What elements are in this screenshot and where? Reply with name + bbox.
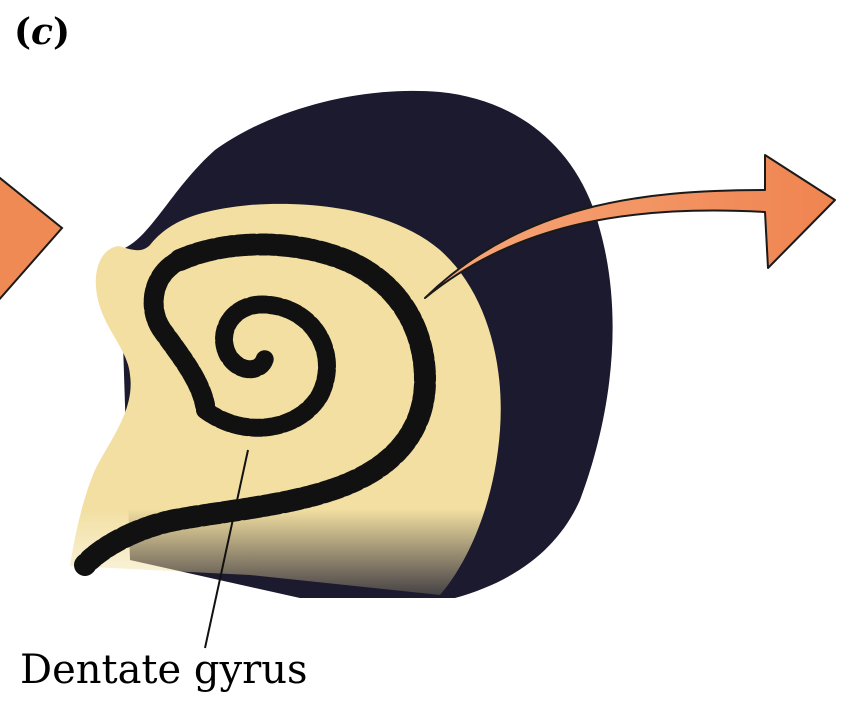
panel-letter-c: c [31, 11, 53, 53]
dentate-gyrus-label: Dentate gyrus [20, 650, 308, 690]
incoming-arrow-icon [0, 170, 62, 310]
panel-letter-open-paren: ( [14, 11, 31, 53]
panel-letter-close-paren: ) [53, 11, 70, 53]
panel-letter: (c) [14, 14, 70, 51]
